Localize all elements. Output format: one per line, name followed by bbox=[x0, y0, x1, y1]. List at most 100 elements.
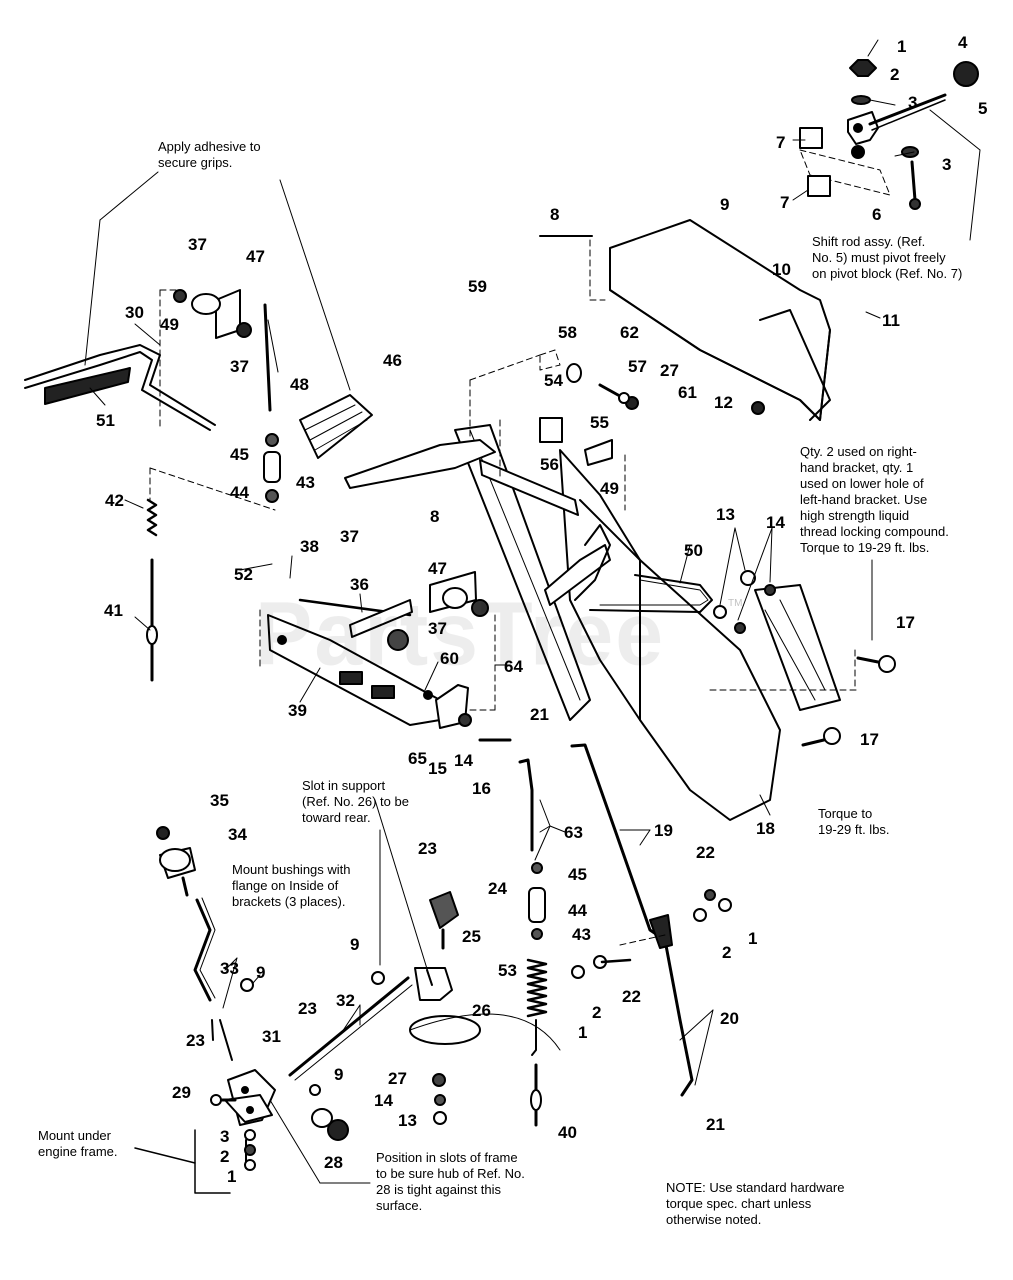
part-number: 4 bbox=[958, 33, 968, 52]
part-number: 37 bbox=[340, 527, 359, 546]
part-number: 3 bbox=[220, 1127, 229, 1146]
part-number: 33 bbox=[220, 959, 239, 978]
part-number: 22 bbox=[622, 987, 641, 1006]
pedal-arm bbox=[259, 571, 512, 742]
note-slot-support: Slot in support (Ref. No. 26) to be towa… bbox=[302, 778, 409, 825]
part-number: 1 bbox=[578, 1023, 587, 1042]
part-number: 47 bbox=[428, 559, 447, 578]
part-number: 25 bbox=[462, 927, 481, 946]
part-number: 44 bbox=[230, 483, 249, 502]
note-standard-hardware: NOTE: Use standard hardware torque spec.… bbox=[666, 1180, 845, 1227]
left-spring-rod bbox=[146, 498, 158, 682]
note-torque: Torque to 19-29 ft. lbs. bbox=[818, 806, 890, 837]
part-number: 45 bbox=[568, 865, 587, 884]
part-number: 2 bbox=[722, 943, 731, 962]
part-number: 56 bbox=[540, 455, 559, 474]
part-number: 13 bbox=[398, 1111, 417, 1130]
note-mount-under: Mount under engine frame. bbox=[38, 1128, 118, 1159]
part-number: 28 bbox=[324, 1153, 343, 1172]
part-number: 9 bbox=[720, 195, 729, 214]
part-number: 3 bbox=[942, 155, 951, 174]
upper-pivot-bracket bbox=[173, 289, 272, 412]
part-number: 32 bbox=[336, 991, 355, 1010]
part-number: 53 bbox=[498, 961, 517, 980]
part-number: 14 bbox=[374, 1091, 393, 1110]
part-number: 1 bbox=[897, 37, 906, 56]
part-number: 42 bbox=[105, 491, 124, 510]
part-number-labels: 1 2 3 4 5 3 7 7 6 8 9 10 11 12 59 58 62 … bbox=[96, 33, 987, 1186]
part-number: 63 bbox=[564, 823, 583, 842]
part-number: 23 bbox=[418, 839, 437, 858]
part-number: 1 bbox=[748, 929, 757, 948]
part-number: 37 bbox=[230, 357, 249, 376]
part-number: 59 bbox=[468, 277, 487, 296]
part-number: 34 bbox=[228, 825, 247, 844]
part-number: 2 bbox=[890, 65, 899, 84]
part-number: 27 bbox=[660, 361, 679, 380]
part-number: 31 bbox=[262, 1027, 281, 1046]
part-number: 38 bbox=[300, 537, 319, 556]
part-number: 11 bbox=[882, 311, 900, 330]
part-number: 37 bbox=[428, 619, 447, 638]
part-number: 16 bbox=[472, 779, 491, 798]
part-number: 39 bbox=[288, 701, 307, 720]
part-number: 19 bbox=[654, 821, 673, 840]
part-number: 21 bbox=[706, 1115, 725, 1134]
part-number: 7 bbox=[776, 133, 785, 152]
part-number: 45 bbox=[230, 445, 249, 464]
part-number: 6 bbox=[872, 205, 881, 224]
part-number: 49 bbox=[160, 315, 179, 334]
part-number: 50 bbox=[684, 541, 703, 560]
part-number: 30 bbox=[125, 303, 144, 322]
part-number: 46 bbox=[383, 351, 402, 370]
note-position-slots: Position in slots of frame to be sure hu… bbox=[376, 1150, 525, 1213]
part-number: 52 bbox=[234, 565, 253, 584]
part-number: 37 bbox=[188, 235, 207, 254]
part-number: 55 bbox=[590, 413, 609, 432]
part-number: 35 bbox=[210, 791, 229, 810]
lower-left-linkage bbox=[134, 799, 561, 1194]
part-number: 36 bbox=[350, 575, 369, 594]
part-number: 3 bbox=[908, 93, 917, 112]
part-number: 65 bbox=[408, 749, 427, 768]
lower-right-rod bbox=[570, 743, 732, 1097]
part-number: 23 bbox=[186, 1031, 205, 1050]
part-number: 13 bbox=[716, 505, 735, 524]
part-number: 57 bbox=[628, 357, 647, 376]
rod-64-outline bbox=[469, 614, 496, 711]
note-qty-bracket: Qty. 2 used on right- hand bracket, qty.… bbox=[800, 444, 949, 555]
part-number: 12 bbox=[714, 393, 733, 412]
part-number: 17 bbox=[860, 730, 879, 749]
part-number: 60 bbox=[440, 649, 459, 668]
console-cover bbox=[539, 219, 831, 421]
part-number: 8 bbox=[550, 205, 559, 224]
upper-rod-turnbuckle bbox=[149, 433, 281, 511]
part-number: 41 bbox=[104, 601, 123, 620]
part-number: 15 bbox=[428, 759, 447, 778]
part-number: 14 bbox=[766, 513, 785, 532]
part-number: 24 bbox=[488, 879, 507, 898]
part-number: 9 bbox=[256, 963, 265, 982]
part-number: 27 bbox=[388, 1069, 407, 1088]
part-number: 44 bbox=[568, 901, 587, 920]
watermark: PartsTree bbox=[255, 583, 666, 685]
part-number: 2 bbox=[220, 1147, 229, 1166]
hand-grip bbox=[279, 179, 373, 459]
part-number: 5 bbox=[978, 99, 987, 118]
part-number: 61 bbox=[678, 383, 697, 402]
left-handle bbox=[24, 289, 216, 431]
part-number: 14 bbox=[454, 751, 473, 770]
part-number: 9 bbox=[350, 935, 359, 954]
note-mount-bushings: Mount bushings with flange on Inside of … bbox=[232, 862, 351, 909]
part-number: 51 bbox=[96, 411, 115, 430]
shift-rod-assembly bbox=[799, 39, 981, 241]
middle-spring-rod bbox=[432, 758, 548, 1127]
part-number: 49 bbox=[600, 479, 619, 498]
part-number: 26 bbox=[472, 1001, 491, 1020]
right-handle-bracket bbox=[589, 559, 896, 747]
part-number: 43 bbox=[296, 473, 315, 492]
part-number: 40 bbox=[558, 1123, 577, 1142]
part-number: 8 bbox=[430, 507, 439, 526]
part-number: 9 bbox=[334, 1065, 343, 1084]
